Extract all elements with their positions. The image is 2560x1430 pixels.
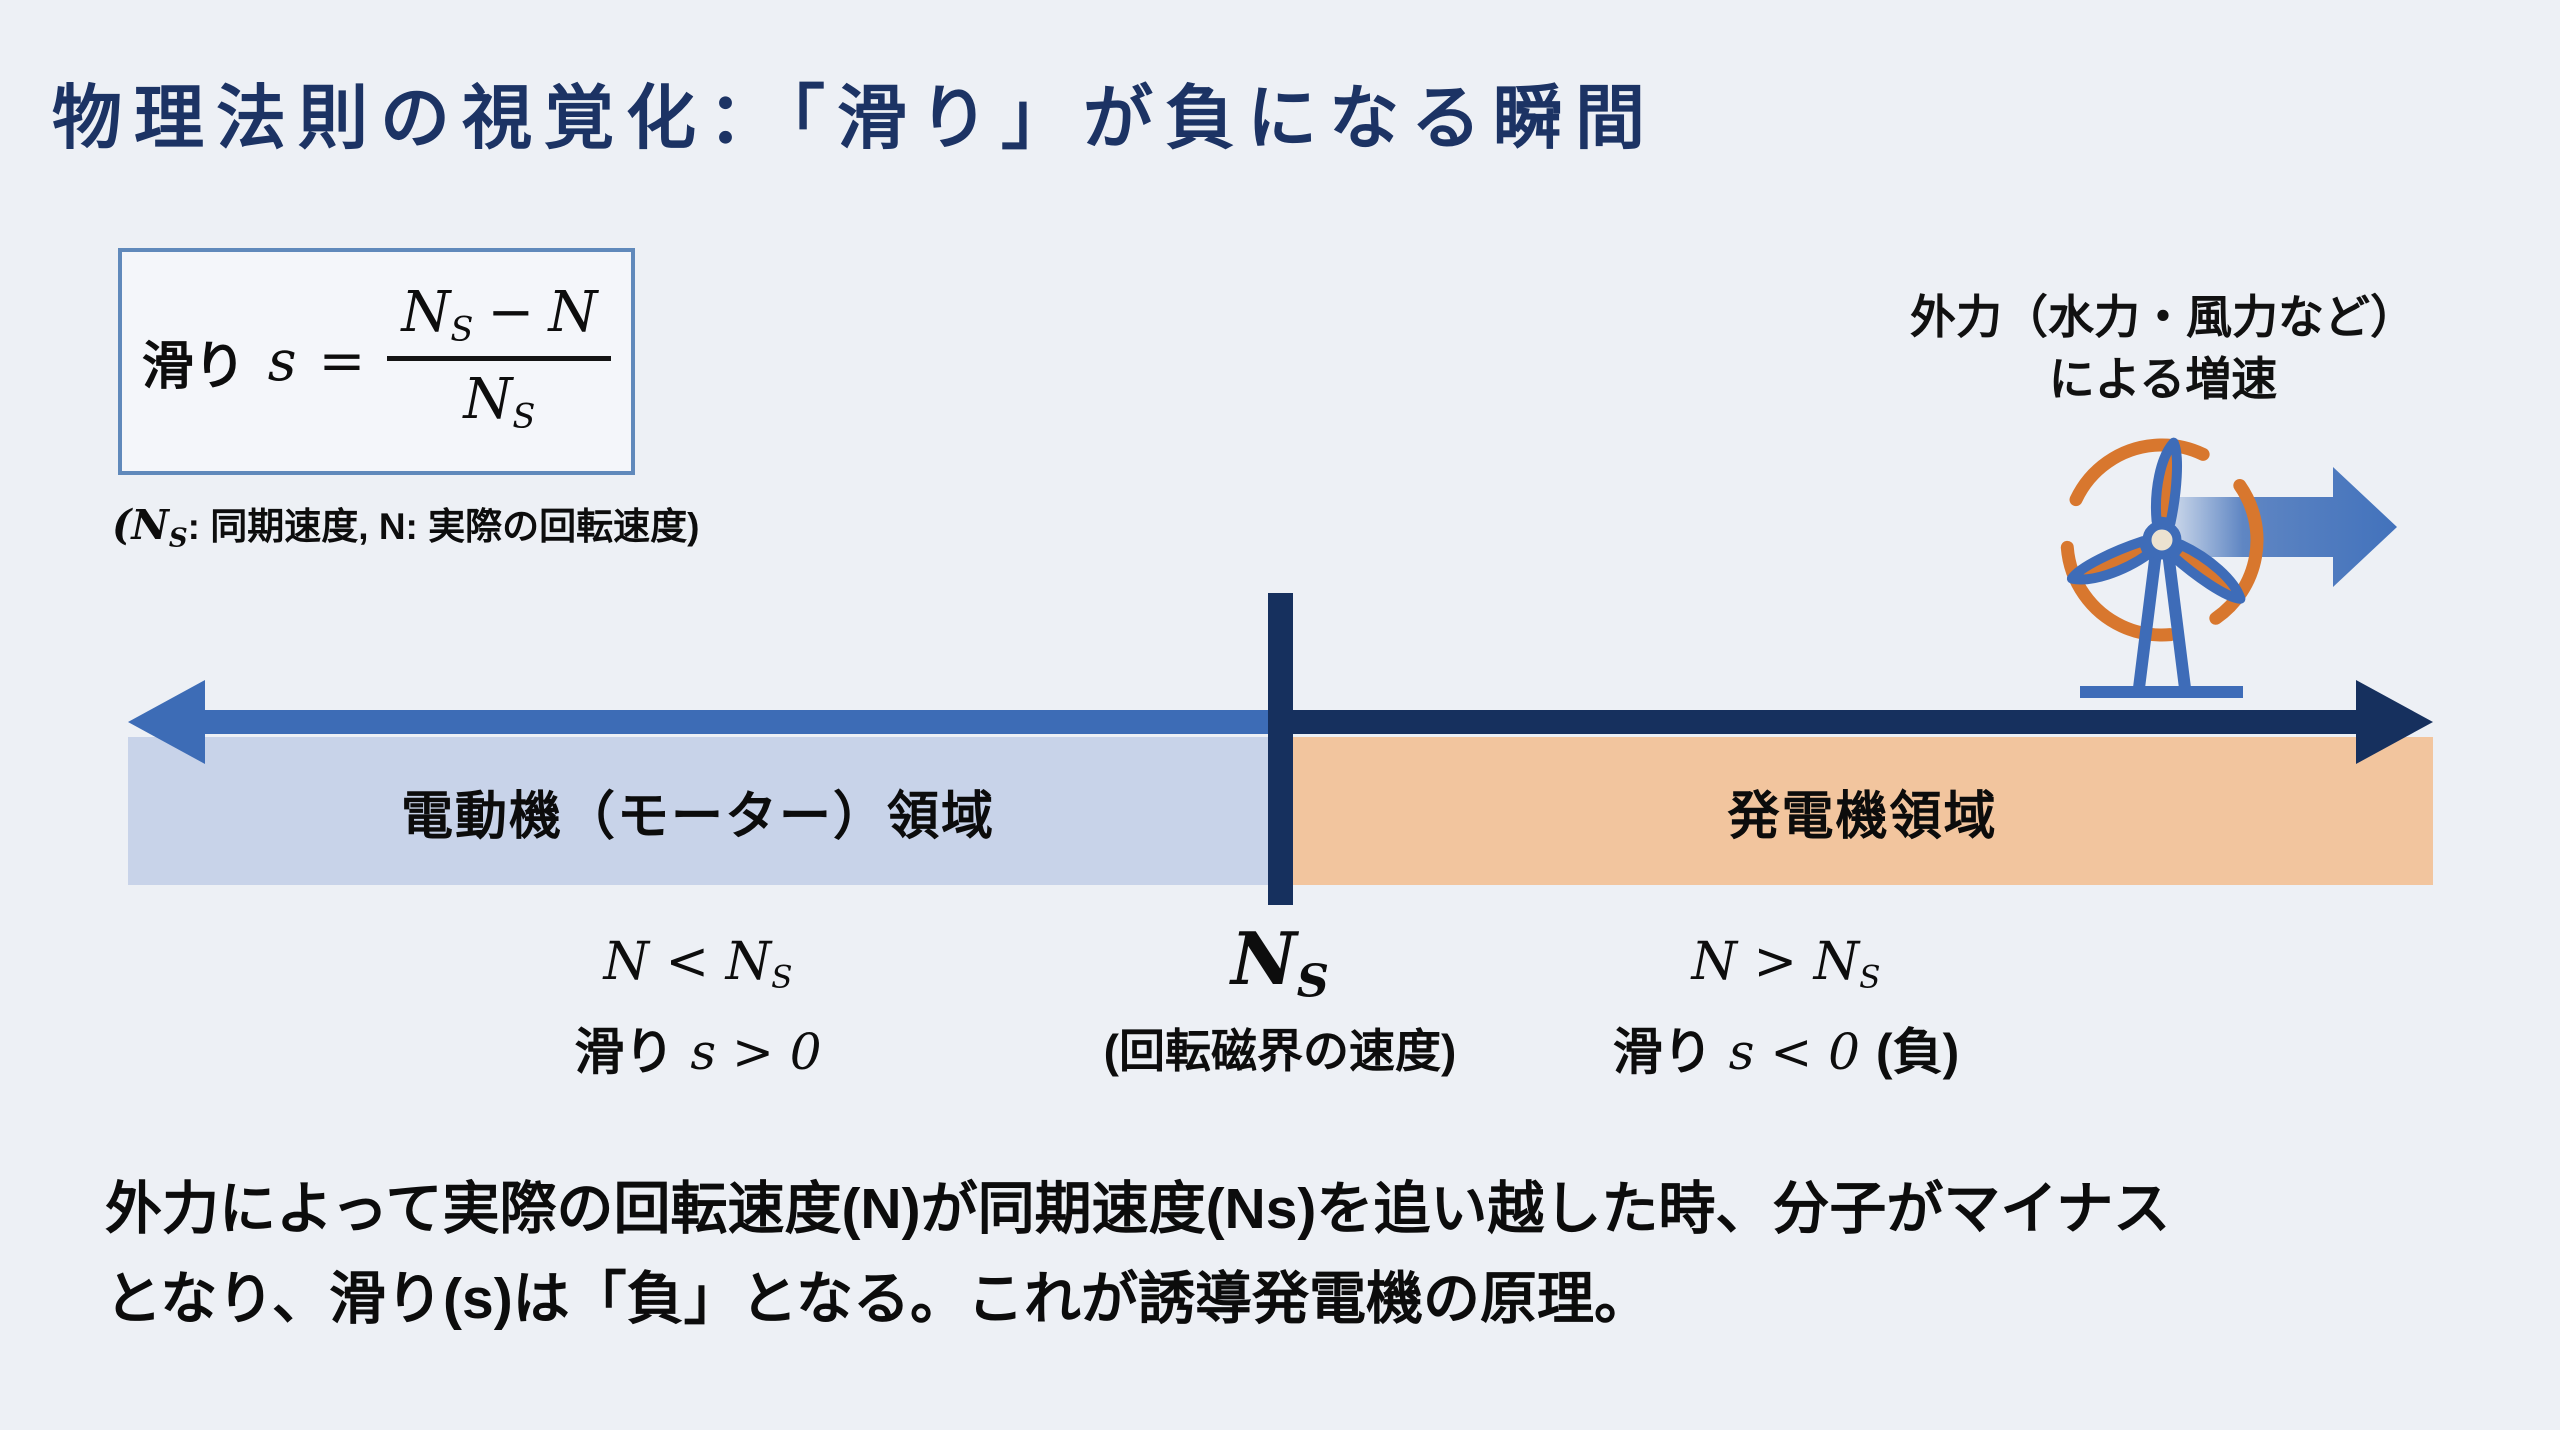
arrow-left-shaft (198, 710, 1268, 734)
sync-ns-sub: S (1296, 954, 1330, 1008)
arrow-right-shaft (1293, 710, 2358, 734)
generator-region-band: 発電機領域 (1292, 737, 2433, 885)
sync-caption: (回転磁界の速度) (1103, 1025, 1457, 1078)
generator-inequality: N > NS (1536, 932, 2036, 996)
motor-region-label: 電動機（モーター）領域 (400, 787, 995, 846)
external-force-line2: による増速 (2048, 353, 2278, 405)
turbine-hub-icon (2142, 520, 2182, 560)
numerator-n: N (548, 279, 598, 345)
note-text: : 同期速度, N: 実際の回転速度) (187, 506, 700, 547)
motor-inequality: N < NS (448, 932, 948, 996)
note-ns: (N (112, 501, 169, 549)
sync-ns: N (1230, 916, 1297, 1001)
generator-inequality-ns: N (1813, 932, 1860, 992)
generator-slip: 滑り s < 0 (負) (1536, 1012, 2036, 1084)
slip-fraction: NS−N NS (387, 279, 612, 435)
turbine-base-icon (2080, 686, 2243, 698)
note-ns-sub: S (168, 523, 188, 554)
generator-inequality-lhs: N > (1691, 932, 1798, 992)
slip-formula-box: 滑り s = NS−N NS (118, 248, 635, 475)
generator-slip-label: 滑り (1612, 1023, 1713, 1080)
slip-variable: s (267, 329, 297, 394)
generator-inequality-ns-sub: S (1859, 959, 1881, 996)
page-title: 物理法則の視覚化：「滑り」が負になる瞬間 (52, 79, 1657, 157)
equals-sign: = (318, 329, 366, 394)
fraction-denominator: NS (463, 361, 535, 435)
turbine-dashed-circle-icon (2060, 438, 2264, 642)
motor-condition: N < NS 滑り s > 0 (448, 932, 948, 1084)
arrow-left-icon (128, 680, 205, 764)
sync-symbol: NS (1030, 916, 1530, 1007)
denominator-n: N (463, 367, 513, 432)
external-force-label: 外力（水力・風力など） による増速 (1863, 286, 2463, 410)
motor-region-band: 電動機（モーター）領域 (128, 737, 1268, 885)
motor-slip-label: 滑り (574, 1023, 675, 1080)
generator-negative-note: (負) (1875, 1023, 1960, 1080)
boost-arrow-right-icon (2160, 467, 2397, 587)
minus-sign: − (487, 279, 535, 345)
numerator-ns: N (401, 279, 451, 345)
motor-slip-expr: s > 0 (690, 1022, 822, 1081)
explanation-text: 外力によって実際の回転速度(N)が同期速度(Ns)を追い越した時、分子がマイナス… (105, 1164, 2505, 1344)
external-force-line1: 外力（水力・風力など） (1910, 291, 2416, 343)
turbine-blades-icon (2066, 437, 2246, 604)
generator-condition: N > NS 滑り s < 0 (負) (1536, 932, 2036, 1084)
explanation-line2: となり、滑り(s)は「負」となる。これが誘導発電機の原理。 (105, 1267, 1651, 1331)
wind-turbine-icon (2060, 437, 2397, 698)
arrow-right-icon (2356, 680, 2433, 764)
motor-inequality-lhs: N < (603, 932, 710, 992)
turbine-tower-icon (2133, 551, 2191, 689)
fraction-numerator: NS−N (387, 279, 612, 361)
motor-inequality-ns-sub: S (771, 959, 793, 996)
denominator-n-sub: S (512, 396, 536, 436)
sync-speed-divider (1268, 593, 1293, 905)
sync-point: NS (回転磁界の速度) (1030, 916, 1530, 1081)
explanation-line1: 外力によって実際の回転速度(N)が同期速度(Ns)を追い越した時、分子がマイナス (105, 1177, 2171, 1241)
motor-inequality-ns: N (725, 932, 772, 992)
generator-slip-expr: s < 0 (1728, 1022, 1860, 1081)
slip-label: 滑り (141, 338, 246, 396)
formula-note: (NS: 同期速度, N: 実際の回転速度) (112, 496, 699, 553)
motor-slip: 滑り s > 0 (448, 1012, 948, 1084)
generator-region-label: 発電機領域 (1727, 787, 1998, 846)
numerator-ns-sub: S (450, 309, 474, 348)
